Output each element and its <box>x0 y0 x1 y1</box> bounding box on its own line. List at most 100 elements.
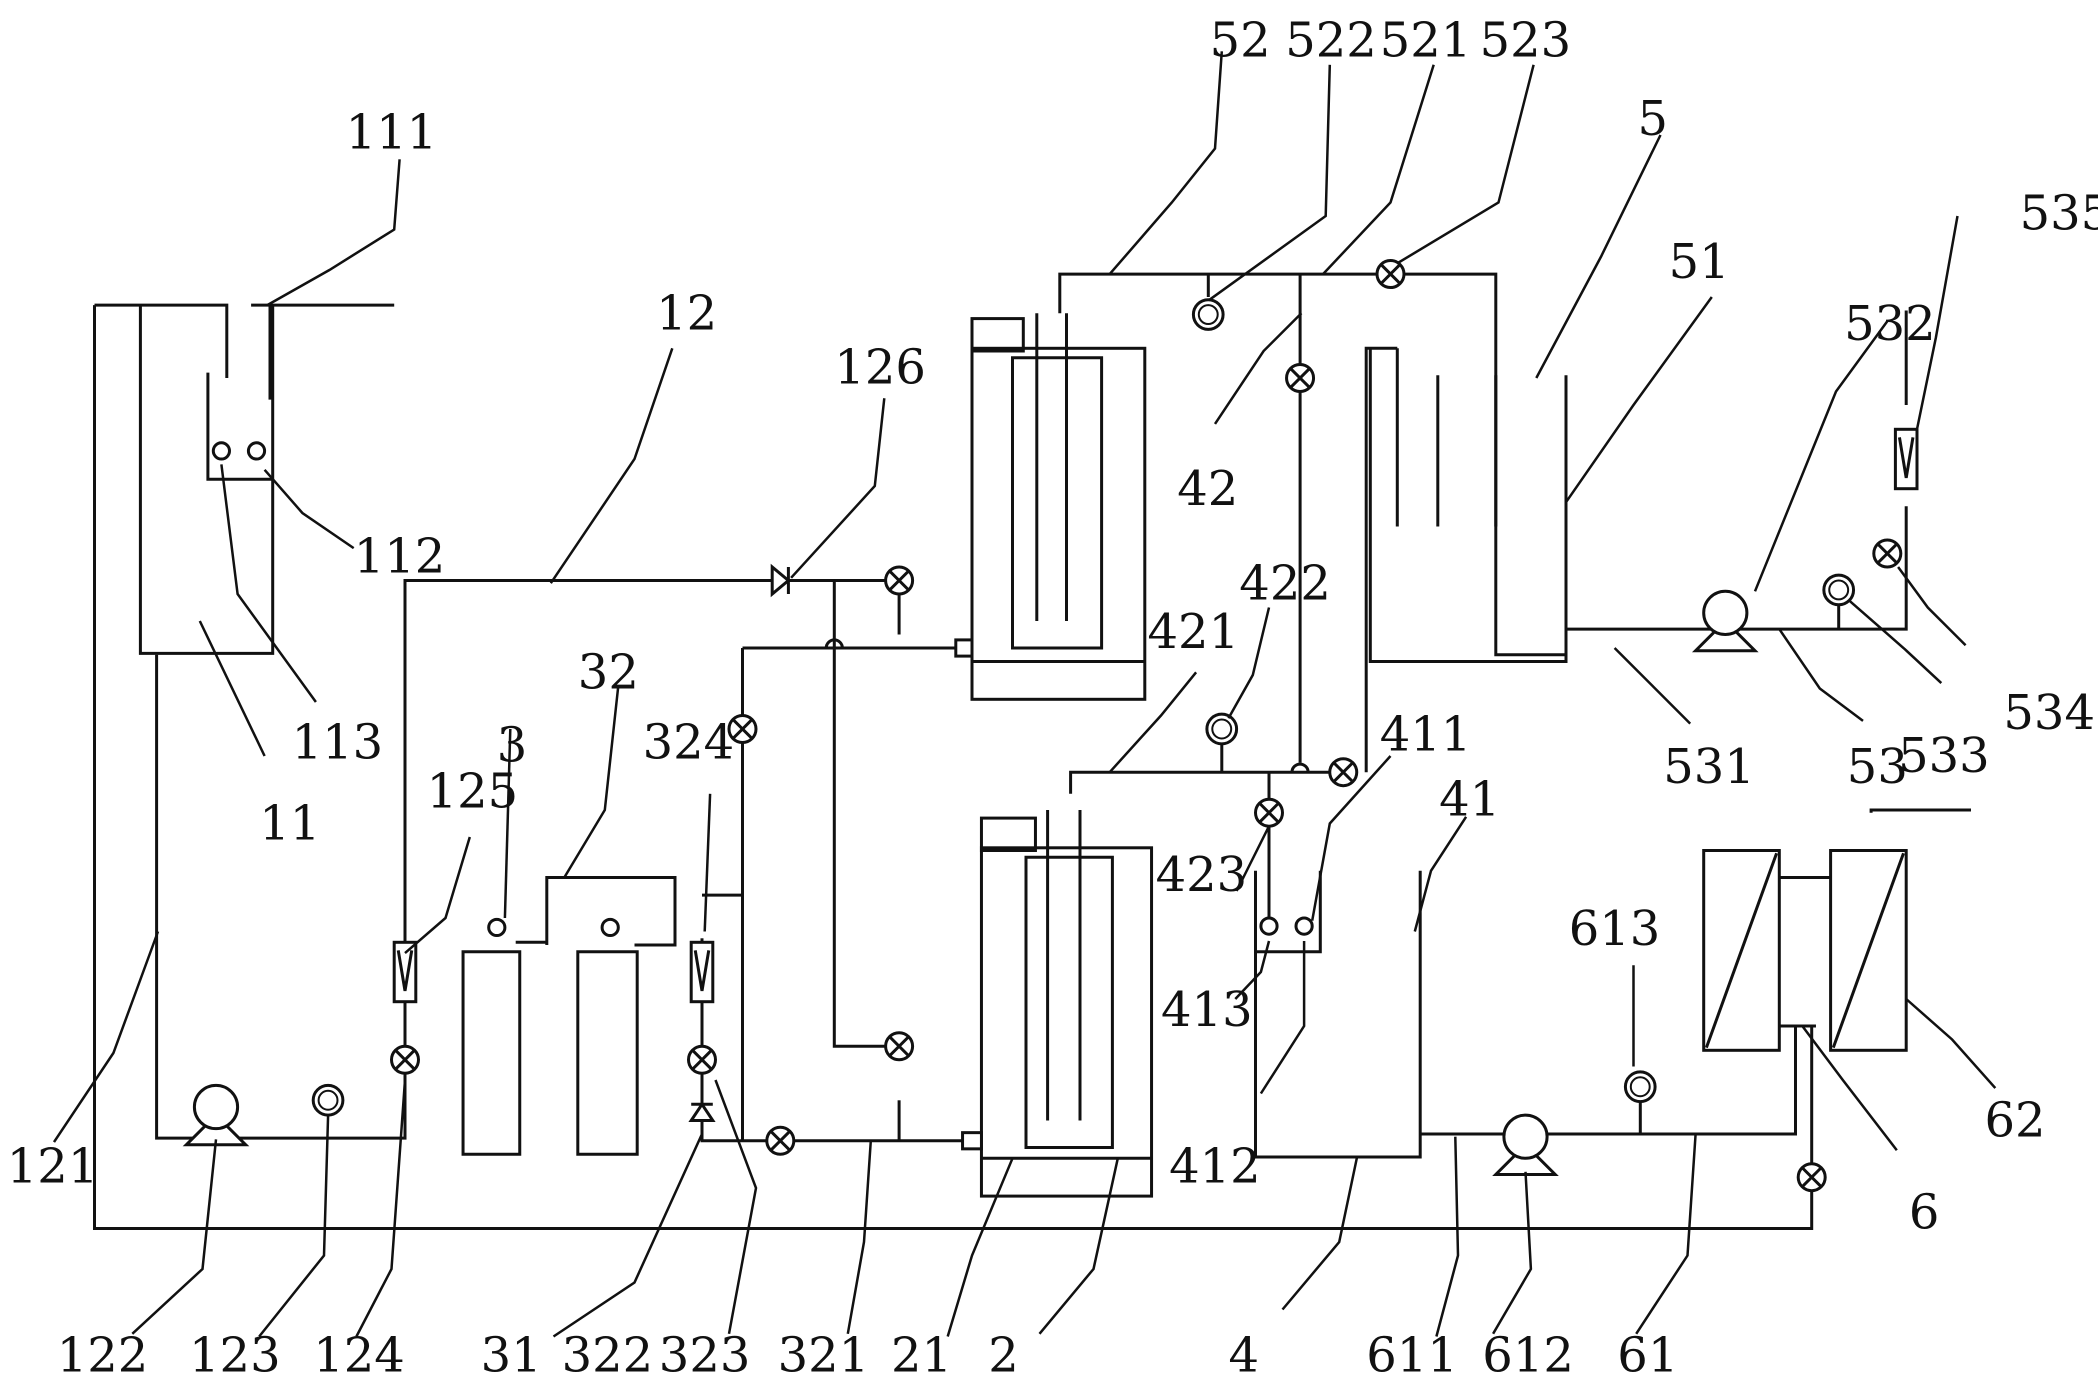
inlet-stub <box>961 1131 983 1151</box>
reference-label-613: 613 <box>1569 901 1661 957</box>
pipe-segment <box>1869 808 1971 813</box>
pipe-segment <box>1364 346 1398 773</box>
label-leader-lines <box>52 51 1997 1338</box>
pipe-segment <box>94 303 229 378</box>
leader-line <box>1613 647 1692 725</box>
leader-line <box>1564 296 1713 503</box>
reference-label-421: 421 <box>1148 604 1240 660</box>
valve-cross <box>1876 542 1898 565</box>
valve-cross <box>691 1049 713 1071</box>
reference-label-123: 123 <box>189 1328 281 1381</box>
reference-label-611: 611 <box>1366 1328 1458 1381</box>
leader-line <box>1038 1158 1120 1335</box>
reference-label-51: 51 <box>1669 234 1730 290</box>
pipe-segment <box>1566 506 1908 631</box>
leader-line <box>846 1140 873 1335</box>
valve-cross <box>1289 367 1311 389</box>
pressure-gauge-inner <box>1629 1076 1651 1098</box>
reference-label-612: 612 <box>1482 1328 1574 1381</box>
leader-line <box>263 468 355 550</box>
leader-line <box>1905 998 1997 1089</box>
leader-line <box>1492 1171 1533 1335</box>
leader-line <box>1281 1158 1359 1311</box>
leader-line <box>1213 312 1303 425</box>
reference-label-322: 322 <box>562 1328 654 1381</box>
valve-cross <box>769 1130 791 1152</box>
leader-line <box>1234 940 1271 1000</box>
pump-symbol <box>192 1083 240 1131</box>
reference-label-412: 412 <box>1169 1139 1261 1195</box>
reference-label-31: 31 <box>481 1328 542 1381</box>
leader-line <box>1259 941 1306 1095</box>
inlet-stub <box>954 638 974 658</box>
pressure-gauge-inner <box>1211 718 1233 740</box>
leader-line <box>52 931 160 1143</box>
cell-2-body <box>979 846 1154 1198</box>
reference-label-21: 21 <box>891 1328 952 1381</box>
upper-cell-inner <box>1011 356 1104 650</box>
nozzle-symbol <box>211 441 231 461</box>
leader-line <box>258 1115 330 1338</box>
leader-line <box>790 398 886 579</box>
pipe-segment <box>1069 770 1337 794</box>
leader-line <box>703 793 712 932</box>
leader-line <box>1635 1133 1697 1335</box>
reference-label-521: 521 <box>1380 13 1472 69</box>
reference-label-124: 124 <box>313 1328 405 1381</box>
leader-line <box>1108 671 1198 774</box>
leader-line <box>552 1133 704 1338</box>
tank-11-inner <box>206 372 273 481</box>
check-valve-126 <box>770 563 791 598</box>
leader-line <box>1322 64 1435 275</box>
reference-label-422: 422 <box>1239 555 1331 611</box>
reference-label-11: 11 <box>259 796 320 852</box>
reference-label-323: 323 <box>659 1328 751 1381</box>
leader-line <box>1310 755 1392 921</box>
pipe-crossover <box>1290 762 1310 773</box>
pipe-segment <box>403 579 773 1080</box>
reference-label-111: 111 <box>346 105 438 161</box>
leader-line <box>563 685 620 879</box>
reference-label-126: 126 <box>834 339 926 395</box>
leader-line <box>1535 134 1662 379</box>
nozzle-symbol <box>1294 916 1314 936</box>
pipe-segment <box>545 876 677 947</box>
tank-41 <box>1254 870 1422 1159</box>
reference-label-41: 41 <box>1439 771 1500 827</box>
leader-line <box>131 1139 218 1335</box>
reference-label-62: 62 <box>1985 1093 2046 1149</box>
reference-label-324: 324 <box>643 715 735 771</box>
cell-2-inner <box>1024 855 1114 1149</box>
reference-label-125: 125 <box>427 763 519 819</box>
reference-label-522: 522 <box>1285 13 1377 69</box>
valve-cross <box>731 718 754 740</box>
reference-label-2: 2 <box>988 1328 1019 1381</box>
leader-line <box>714 1079 758 1335</box>
reference-label-532: 532 <box>1844 296 1936 352</box>
nozzle-symbol <box>246 441 267 461</box>
leader-line <box>1915 215 1959 430</box>
leader-line <box>1778 628 1864 722</box>
reference-label-61: 61 <box>1617 1328 1678 1381</box>
tank-41-inner <box>1255 870 1322 954</box>
reference-label-121: 121 <box>7 1139 99 1195</box>
valve-cross <box>888 1035 910 1057</box>
component-symbols <box>182 259 1919 1193</box>
filter-62 <box>1829 849 1908 1052</box>
tank-51 <box>1368 348 1568 663</box>
leader-line <box>1413 816 1468 932</box>
nozzle-symbol <box>1259 916 1279 936</box>
pressure-gauge-inner <box>1197 304 1219 325</box>
leader-line <box>1753 320 1889 592</box>
pressure-gauge-inner <box>317 1089 339 1111</box>
upper-cell-body <box>970 346 1147 701</box>
check-valve-322 <box>688 1101 716 1122</box>
flowmeter-float <box>693 950 711 992</box>
flowmeter-float <box>1897 437 1915 479</box>
pipe-segment <box>155 654 407 1140</box>
filter-62-membrane <box>1831 852 1905 1049</box>
leader-line <box>1108 51 1224 275</box>
reference-label-523: 523 <box>1480 13 1572 69</box>
reference-label-42: 42 <box>1177 461 1238 517</box>
